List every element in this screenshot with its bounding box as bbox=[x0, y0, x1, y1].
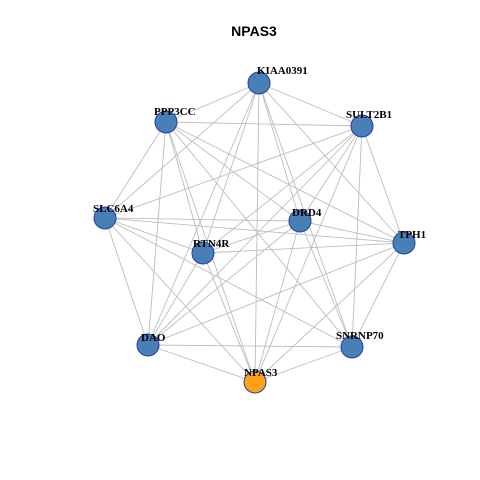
edge-slc6a4-dao bbox=[104, 217, 149, 346]
edge-slc6a4-tph1 bbox=[104, 217, 405, 244]
node-label-tph1: TPH1 bbox=[398, 229, 426, 241]
edge-ppp3cc-dao bbox=[147, 121, 167, 346]
edge-snrnp70-dao bbox=[147, 344, 353, 348]
edge-sult2b1-tph1 bbox=[361, 125, 405, 244]
node-npas3[interactable]: NPAS3 bbox=[243, 367, 278, 394]
edge-kiaa0391-sult2b1 bbox=[258, 82, 363, 127]
edge-dao-npas3 bbox=[147, 344, 256, 383]
edge-ppp3cc-drd4 bbox=[165, 121, 301, 222]
node-circle-dao[interactable] bbox=[136, 333, 160, 357]
diagram-title: NPAS3 bbox=[231, 23, 277, 39]
node-label-sult2b1: SULT2B1 bbox=[346, 109, 392, 121]
node-snrnp70[interactable]: SNRNP70 bbox=[336, 330, 384, 359]
node-slc6a4[interactable]: SLC6A4 bbox=[93, 203, 134, 230]
edge-kiaa0391-dao bbox=[147, 82, 260, 346]
edge-sult2b1-snrnp70 bbox=[351, 125, 363, 348]
node-circle-ppp3cc[interactable] bbox=[154, 110, 178, 134]
node-sult2b1[interactable]: SULT2B1 bbox=[346, 109, 392, 138]
node-circle-snrnp70[interactable] bbox=[340, 335, 364, 359]
edge-drd4-npas3 bbox=[254, 220, 301, 383]
edge-drd4-snrnp70 bbox=[299, 220, 353, 348]
node-label-rtn4r: RTN4R bbox=[193, 238, 230, 250]
edge-ppp3cc-sult2b1 bbox=[165, 121, 363, 127]
node-circle-slc6a4[interactable] bbox=[93, 206, 117, 230]
node-circle-npas3[interactable] bbox=[243, 370, 267, 394]
edge-sult2b1-drd4 bbox=[299, 125, 363, 222]
node-dao[interactable]: DAO bbox=[136, 332, 166, 357]
edge-kiaa0391-rtn4r bbox=[202, 82, 260, 254]
edge-tph1-npas3 bbox=[254, 242, 405, 383]
edge-kiaa0391-slc6a4 bbox=[104, 82, 260, 219]
node-label-dao: DAO bbox=[141, 332, 166, 344]
node-label-kiaa0391: KIAA0391 bbox=[257, 65, 308, 77]
node-circle-tph1[interactable] bbox=[392, 231, 416, 255]
edge-drd4-tph1 bbox=[299, 220, 405, 244]
node-label-npas3: NPAS3 bbox=[244, 367, 278, 379]
edge-kiaa0391-drd4 bbox=[258, 82, 301, 222]
node-label-slc6a4: SLC6A4 bbox=[93, 203, 134, 215]
edge-rtn4r-dao bbox=[147, 252, 204, 346]
edge-layer bbox=[104, 82, 405, 383]
node-circle-sult2b1[interactable] bbox=[350, 114, 374, 138]
edge-ppp3cc-rtn4r bbox=[165, 121, 204, 254]
node-rtn4r[interactable]: RTN4R bbox=[191, 238, 230, 265]
node-ppp3cc[interactable]: PPP3CC bbox=[154, 106, 196, 134]
edge-rtn4r-tph1 bbox=[202, 242, 405, 254]
node-label-ppp3cc: PPP3CC bbox=[154, 106, 196, 118]
edge-sult2b1-slc6a4 bbox=[104, 125, 363, 219]
edge-tph1-snrnp70 bbox=[351, 242, 405, 348]
edge-sult2b1-rtn4r bbox=[202, 125, 363, 254]
node-drd4[interactable]: DRD4 bbox=[288, 207, 322, 233]
node-circle-kiaa0391[interactable] bbox=[247, 71, 271, 95]
node-label-snrnp70: SNRNP70 bbox=[336, 330, 384, 342]
node-kiaa0391[interactable]: KIAA0391 bbox=[247, 65, 308, 95]
edge-ppp3cc-slc6a4 bbox=[104, 121, 167, 219]
edge-tph1-dao bbox=[147, 242, 405, 346]
edge-ppp3cc-tph1 bbox=[165, 121, 405, 244]
edge-slc6a4-snrnp70 bbox=[104, 217, 353, 348]
node-circle-drd4[interactable] bbox=[288, 209, 312, 233]
node-circle-rtn4r[interactable] bbox=[191, 241, 215, 265]
edge-kiaa0391-tph1 bbox=[258, 82, 405, 244]
edge-slc6a4-rtn4r bbox=[104, 217, 204, 254]
edge-snrnp70-npas3 bbox=[254, 346, 353, 383]
node-tph1[interactable]: TPH1 bbox=[392, 229, 426, 255]
node-label-drd4: DRD4 bbox=[292, 207, 322, 219]
edge-drd4-rtn4r bbox=[202, 220, 301, 254]
edge-sult2b1-npas3 bbox=[254, 125, 363, 383]
edge-slc6a4-drd4 bbox=[104, 217, 301, 222]
edge-rtn4r-npas3 bbox=[202, 252, 256, 383]
edge-slc6a4-npas3 bbox=[104, 217, 256, 383]
edge-kiaa0391-ppp3cc bbox=[165, 82, 260, 123]
edge-drd4-dao bbox=[147, 220, 301, 346]
